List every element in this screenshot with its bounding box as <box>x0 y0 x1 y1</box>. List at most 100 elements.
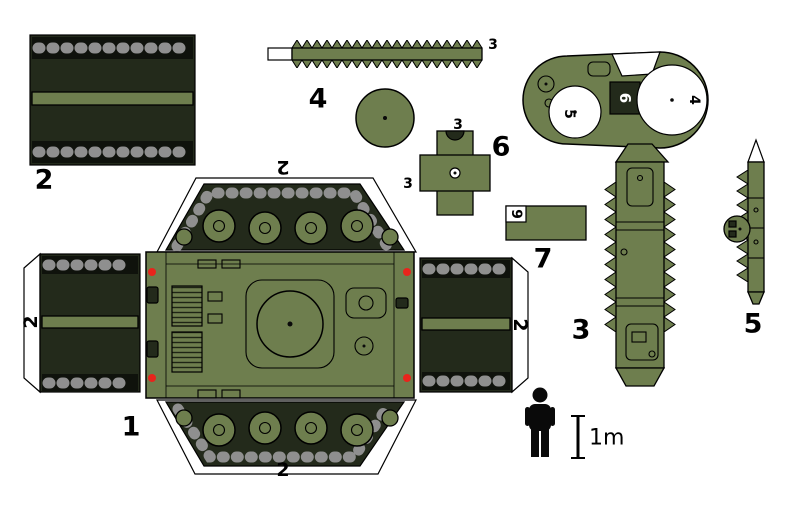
part-4-disc <box>355 88 415 148</box>
road-wheel-hub <box>350 423 364 437</box>
strip3-detail-hatch-bottom <box>625 323 659 361</box>
figure-arm-left <box>525 407 530 426</box>
left-flap-stripe <box>41 315 139 329</box>
red-marker <box>403 268 411 276</box>
road-wheel <box>202 413 236 447</box>
part-2-label: 2 <box>35 165 54 196</box>
strip3-detail-hatch-top <box>626 167 654 207</box>
figure-leg-left <box>531 429 539 457</box>
red-marker <box>148 374 156 382</box>
hull-fitting-2 <box>207 313 223 324</box>
part-6-cross <box>419 130 491 216</box>
strip5-dot-1 <box>753 207 759 213</box>
cross-left-number: 3 <box>403 176 413 192</box>
strip3-teeth-right <box>664 182 676 332</box>
sprocket-wheel <box>381 409 399 427</box>
strip3-top-taper <box>614 143 670 163</box>
road-wheel <box>340 413 374 447</box>
part-3-label: 3 <box>572 315 591 346</box>
part-1-label: 1 <box>122 412 141 443</box>
strip4-teeth-bottom <box>292 60 482 68</box>
hull-right-flap <box>419 256 529 394</box>
figure-leg-right <box>541 429 549 457</box>
strip4-white-end <box>267 47 293 61</box>
idler-wheel <box>175 409 193 427</box>
small-disc-detail-2 <box>728 230 737 238</box>
turret-small-circle-number: 5 <box>561 109 577 119</box>
turret-ring-dot <box>287 321 293 327</box>
turret-small-circle-dot <box>573 110 577 114</box>
strip3-detail-dot-bottom <box>648 350 656 358</box>
hull-bracket-lower <box>146 340 159 358</box>
turret-small-port <box>537 75 555 93</box>
road-wheel <box>340 209 374 243</box>
part-7-strip: 9 <box>505 205 587 241</box>
part-7-label: 7 <box>534 244 553 275</box>
scale-bar: 1m <box>571 415 624 459</box>
mg-port <box>354 336 374 356</box>
road-wheel-hub <box>304 221 318 235</box>
cross-notch <box>445 130 465 141</box>
human-silhouette-icon <box>525 387 555 457</box>
idler-wheel <box>175 228 193 246</box>
road-wheel-hub <box>258 421 272 435</box>
top-flap-number: 2 <box>276 156 289 178</box>
left-flap-number: 2 <box>20 315 42 328</box>
strip5-bottom-taper <box>747 291 765 305</box>
strip5-white-tip <box>747 138 765 163</box>
strip3-detail-dot-top <box>636 174 644 182</box>
part-5-strip <box>736 138 765 305</box>
strip3-detail-dot-mid <box>620 248 628 256</box>
part-4-strip <box>267 40 483 68</box>
road-wheel-hub <box>212 219 226 233</box>
strip3-teeth-left <box>604 182 616 332</box>
turret-large-circle-dot <box>670 98 674 102</box>
turret-hatch-outline <box>587 61 611 77</box>
track-wrap-stripe <box>31 91 194 106</box>
vent-bottom-1 <box>197 389 217 399</box>
strip7-tab <box>505 205 527 223</box>
turret-large-circle-number: 4 <box>686 95 702 105</box>
disc-center-dot <box>383 116 387 120</box>
red-marker <box>148 268 156 276</box>
hull-top-track-flap <box>156 177 418 253</box>
small-disc-dot <box>738 227 742 231</box>
strip4-end-number: 3 <box>488 37 498 53</box>
road-wheel-hub <box>304 421 318 435</box>
vent-bottom-2 <box>221 389 241 399</box>
figure-arm-right <box>550 407 555 426</box>
vent-top-2 <box>221 259 241 269</box>
scale-bar-label: 1m <box>589 426 624 451</box>
hull-deck <box>145 251 415 399</box>
small-disc <box>723 215 751 243</box>
turret-ring-plate <box>245 279 335 369</box>
strip7-tab-number: 9 <box>508 209 524 219</box>
hull-bracket-upper <box>146 286 159 304</box>
small-disc-detail-1 <box>728 220 737 228</box>
strip3-detail-rect <box>631 331 647 343</box>
road-wheel-hub <box>212 423 226 437</box>
road-wheel-hub <box>258 221 272 235</box>
road-wheel <box>294 211 328 245</box>
hull-dark-fitting <box>395 297 409 309</box>
driver-hatch <box>345 287 387 319</box>
road-wheel <box>248 211 282 245</box>
strip4-teeth-top <box>292 40 482 48</box>
strip3-bottom-taper <box>614 367 666 387</box>
turret-dark-box <box>609 81 641 115</box>
vent-top-1 <box>197 259 217 269</box>
red-marker <box>403 374 411 382</box>
part-3-strip <box>604 143 676 387</box>
right-flap-number: 2 <box>509 318 531 331</box>
figure-torso <box>529 404 551 431</box>
figure-head <box>532 387 548 403</box>
right-flap-stripe <box>421 317 511 331</box>
part-5-disc <box>723 215 751 243</box>
turret-box-number: 6 <box>616 93 634 103</box>
part-6-label: 6 <box>492 132 511 163</box>
mg-port-dot <box>362 344 366 348</box>
strip5-dot-2 <box>753 239 759 245</box>
road-wheel <box>294 411 328 445</box>
